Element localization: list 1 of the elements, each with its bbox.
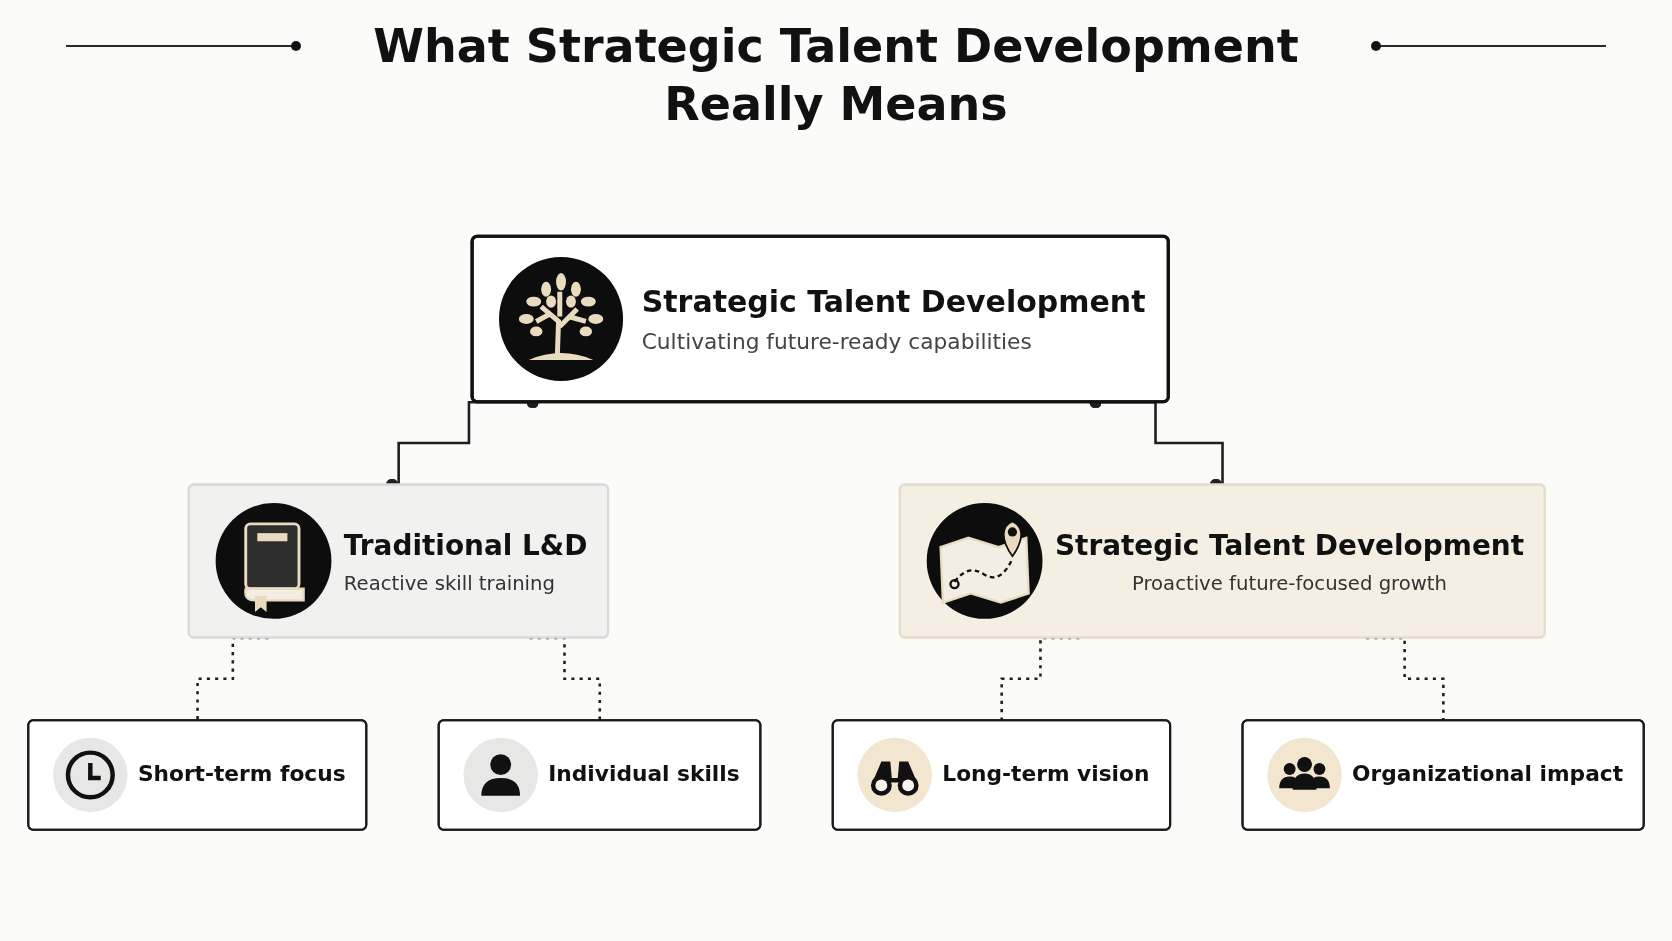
title: What Strategic Talent Development Really Means (372, 18, 1300, 133)
